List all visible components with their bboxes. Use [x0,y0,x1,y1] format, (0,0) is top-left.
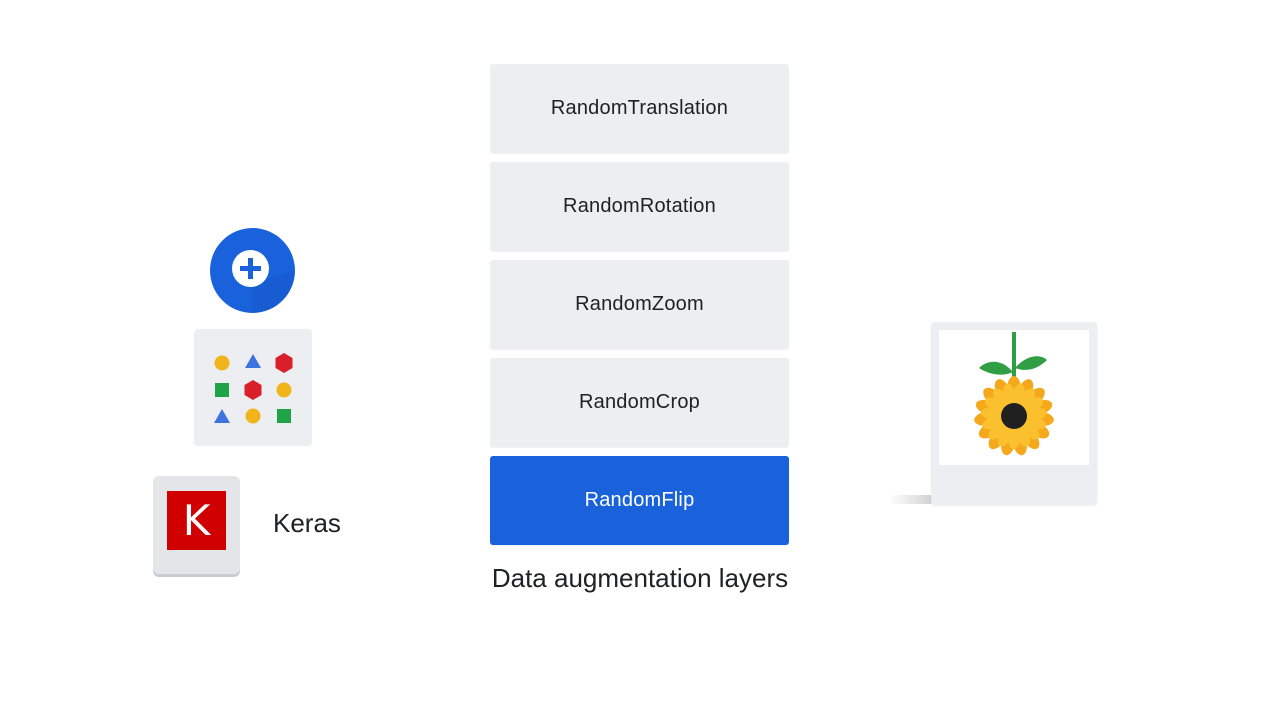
keras-label: Keras [273,508,341,538]
stack-caption: Data augmentation layers [491,563,789,593]
add-circle-inner [232,250,269,287]
photo-shadow [888,495,933,504]
layer-random-rotation: RandomRotation [490,162,789,251]
add-circle-icon [210,228,295,313]
sunflower-svg [974,332,1054,456]
sunflower-image [939,330,1089,465]
layer-random-crop: RandomCrop [490,358,789,447]
layer-random-zoom: RandomZoom [490,260,789,349]
keras-logo-tile: K [153,476,240,574]
layer-random-flip: RandomFlip [490,456,789,545]
layer-random-translation: RandomTranslation [490,64,789,153]
photo-frame [931,322,1097,505]
shapes-grid-svg [214,353,293,424]
keras-logo: K [167,491,226,550]
plus-icon [240,258,261,279]
shapes-grid-icon [194,329,312,446]
